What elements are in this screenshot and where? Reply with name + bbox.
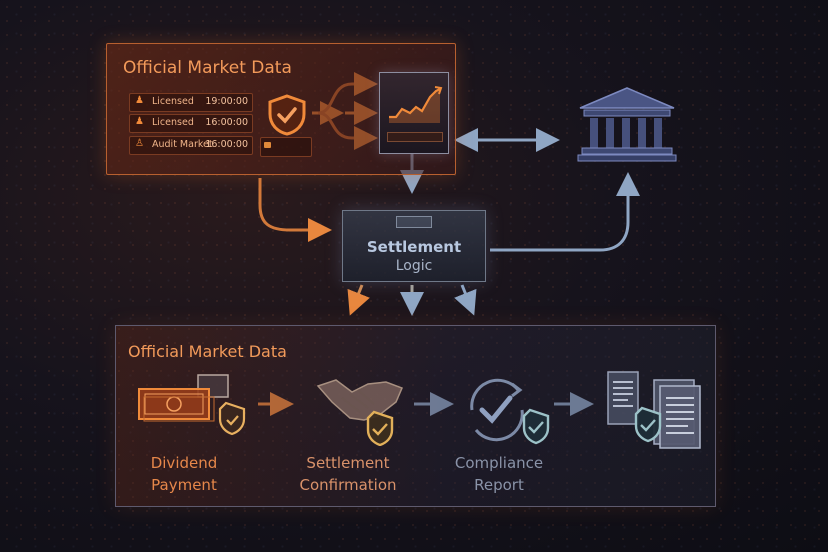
banknotes-icon — [138, 374, 246, 436]
step-line1: Settlement — [306, 454, 390, 472]
row-label: Audit Market — [152, 139, 213, 150]
step-line1: Compliance — [454, 454, 544, 472]
step-settlement-confirmation: Settlement Confirmation — [292, 452, 404, 496]
row-label: Licensed — [152, 96, 194, 107]
market-row-audit: ♙ Audit Market 16:00:00 — [129, 136, 253, 155]
doc-icon — [264, 142, 271, 148]
step-line1: Dividend — [150, 454, 218, 472]
panel-title-bottom: Official Market Data — [128, 342, 287, 361]
auditor-icon: ♙ — [135, 138, 144, 149]
row-value: 16:00:00 — [205, 117, 248, 128]
step-line2: Report — [474, 476, 524, 494]
market-row-licensed-1: ♟ Licensed 19:00:00 — [129, 93, 253, 112]
step-line2: Confirmation — [299, 476, 397, 494]
bank-building-icon — [577, 87, 677, 162]
step-line2: Payment — [151, 476, 217, 494]
chart-footer-tag — [387, 132, 443, 142]
settlement-title: Settlement — [366, 238, 462, 256]
check-cycle-icon — [470, 378, 550, 445]
person-icon: ♟ — [135, 95, 144, 106]
document-tag — [260, 137, 312, 157]
settlement-subtitle: Logic — [395, 258, 433, 274]
panel-title-top: Official Market Data — [123, 58, 292, 78]
arrow-settlement-to-bank — [490, 172, 640, 252]
step-compliance-report: Compliance Report — [446, 452, 552, 496]
market-row-licensed-2: ♟ Licensed 16:00:00 — [129, 114, 253, 133]
trend-chart-icon — [389, 86, 443, 123]
arrow-settlement-down-left — [347, 284, 370, 316]
market-chart-card — [379, 72, 449, 154]
documents-icon — [607, 371, 701, 449]
row-label: Licensed — [152, 117, 194, 128]
row-value: 16:00:00 — [205, 139, 248, 150]
shield-check-icon — [268, 94, 306, 136]
handshake-icon — [316, 379, 403, 446]
person-icon: ♟ — [135, 116, 144, 127]
settlement-header-bar — [396, 216, 432, 228]
arrow-panel-to-settlement — [258, 178, 332, 242]
row-value: 19:00:00 — [205, 96, 248, 107]
step-dividend-payment: Dividend Payment — [134, 452, 234, 496]
settlement-logic-box: Settlement Logic — [342, 210, 486, 282]
arrow-settlement-down-right — [454, 284, 477, 316]
